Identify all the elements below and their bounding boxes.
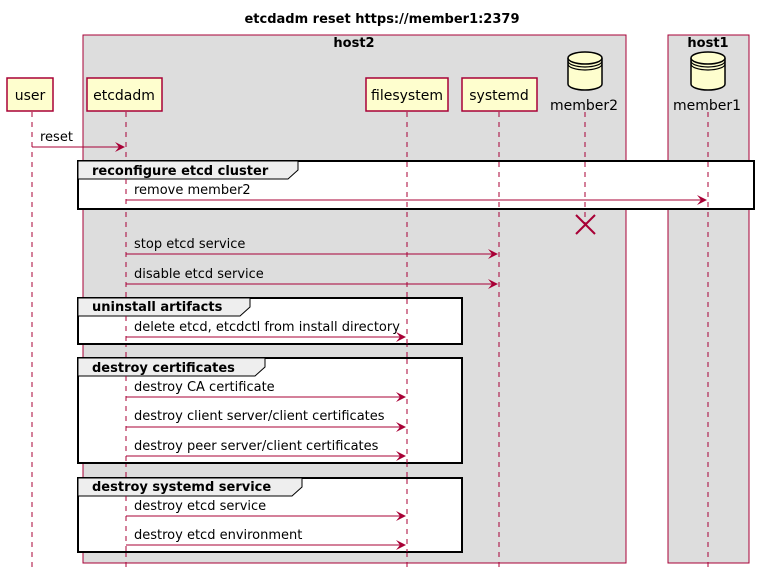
participant-etcdadm-label: etcdadm xyxy=(93,88,155,104)
message-label: delete etcd, etcdctl from install direct… xyxy=(134,320,400,335)
participant-member2-label: member2 xyxy=(550,98,618,114)
group-destroy-certificates-title: destroy certificates xyxy=(92,361,235,376)
message: remove member2 xyxy=(126,183,707,205)
participant-filesystem-label: filesystem xyxy=(371,88,443,104)
message-label: destroy etcd environment xyxy=(134,528,302,543)
destroy-marker xyxy=(575,214,596,235)
database-icon xyxy=(690,51,726,91)
message-label: stop etcd service xyxy=(134,237,245,252)
participant-etcdadm: etcdadm xyxy=(86,77,163,112)
message: destroy CA certificate xyxy=(126,380,406,402)
group-destroy-systemd-title: destroy systemd service xyxy=(92,480,271,495)
diagram-title: etcdadm reset https://member1:2379 xyxy=(244,12,519,27)
participant-member1: member1 xyxy=(673,51,741,114)
message-label: destroy etcd service xyxy=(134,499,266,514)
message: destroy client server/client certificate… xyxy=(126,409,406,432)
message: destroy etcd environment xyxy=(126,528,406,550)
box-host1-title: host1 xyxy=(687,36,728,51)
group-uninstall-title: uninstall artifacts xyxy=(92,300,223,315)
message: delete etcd, etcdctl from install direct… xyxy=(126,320,406,342)
message: destroy etcd service xyxy=(126,499,406,521)
participant-systemd-label: systemd xyxy=(469,88,529,104)
message-label: disable etcd service xyxy=(134,267,264,282)
message-label: remove member2 xyxy=(134,183,251,198)
group-destroy-systemd: destroy systemd service xyxy=(77,477,463,553)
message-label: destroy CA certificate xyxy=(134,380,275,395)
participant-user-label: user xyxy=(15,88,46,104)
participant-member2: member2 xyxy=(550,51,618,114)
participant-systemd: systemd xyxy=(461,77,538,112)
message-label: destroy peer server/client certificates xyxy=(134,439,379,454)
message: reset xyxy=(32,130,125,152)
group-reconfigure: reconfigure etcd cluster xyxy=(77,160,755,210)
message: disable etcd service xyxy=(126,267,498,289)
group-reconfigure-title: reconfigure etcd cluster xyxy=(92,164,269,179)
participant-user: user xyxy=(6,77,54,112)
message-label: reset xyxy=(40,130,73,145)
group-destroy-certificates: destroy certificates xyxy=(77,357,463,464)
participant-filesystem: filesystem xyxy=(365,77,449,112)
message: stop etcd service xyxy=(126,237,498,259)
lifeline-overlays xyxy=(125,162,709,552)
box-host2-title: host2 xyxy=(333,36,374,51)
database-icon xyxy=(567,51,603,91)
message: destroy peer server/client certificates xyxy=(126,439,406,461)
participant-member1-label: member1 xyxy=(673,98,741,114)
message-label: destroy client server/client certificate… xyxy=(134,409,385,424)
